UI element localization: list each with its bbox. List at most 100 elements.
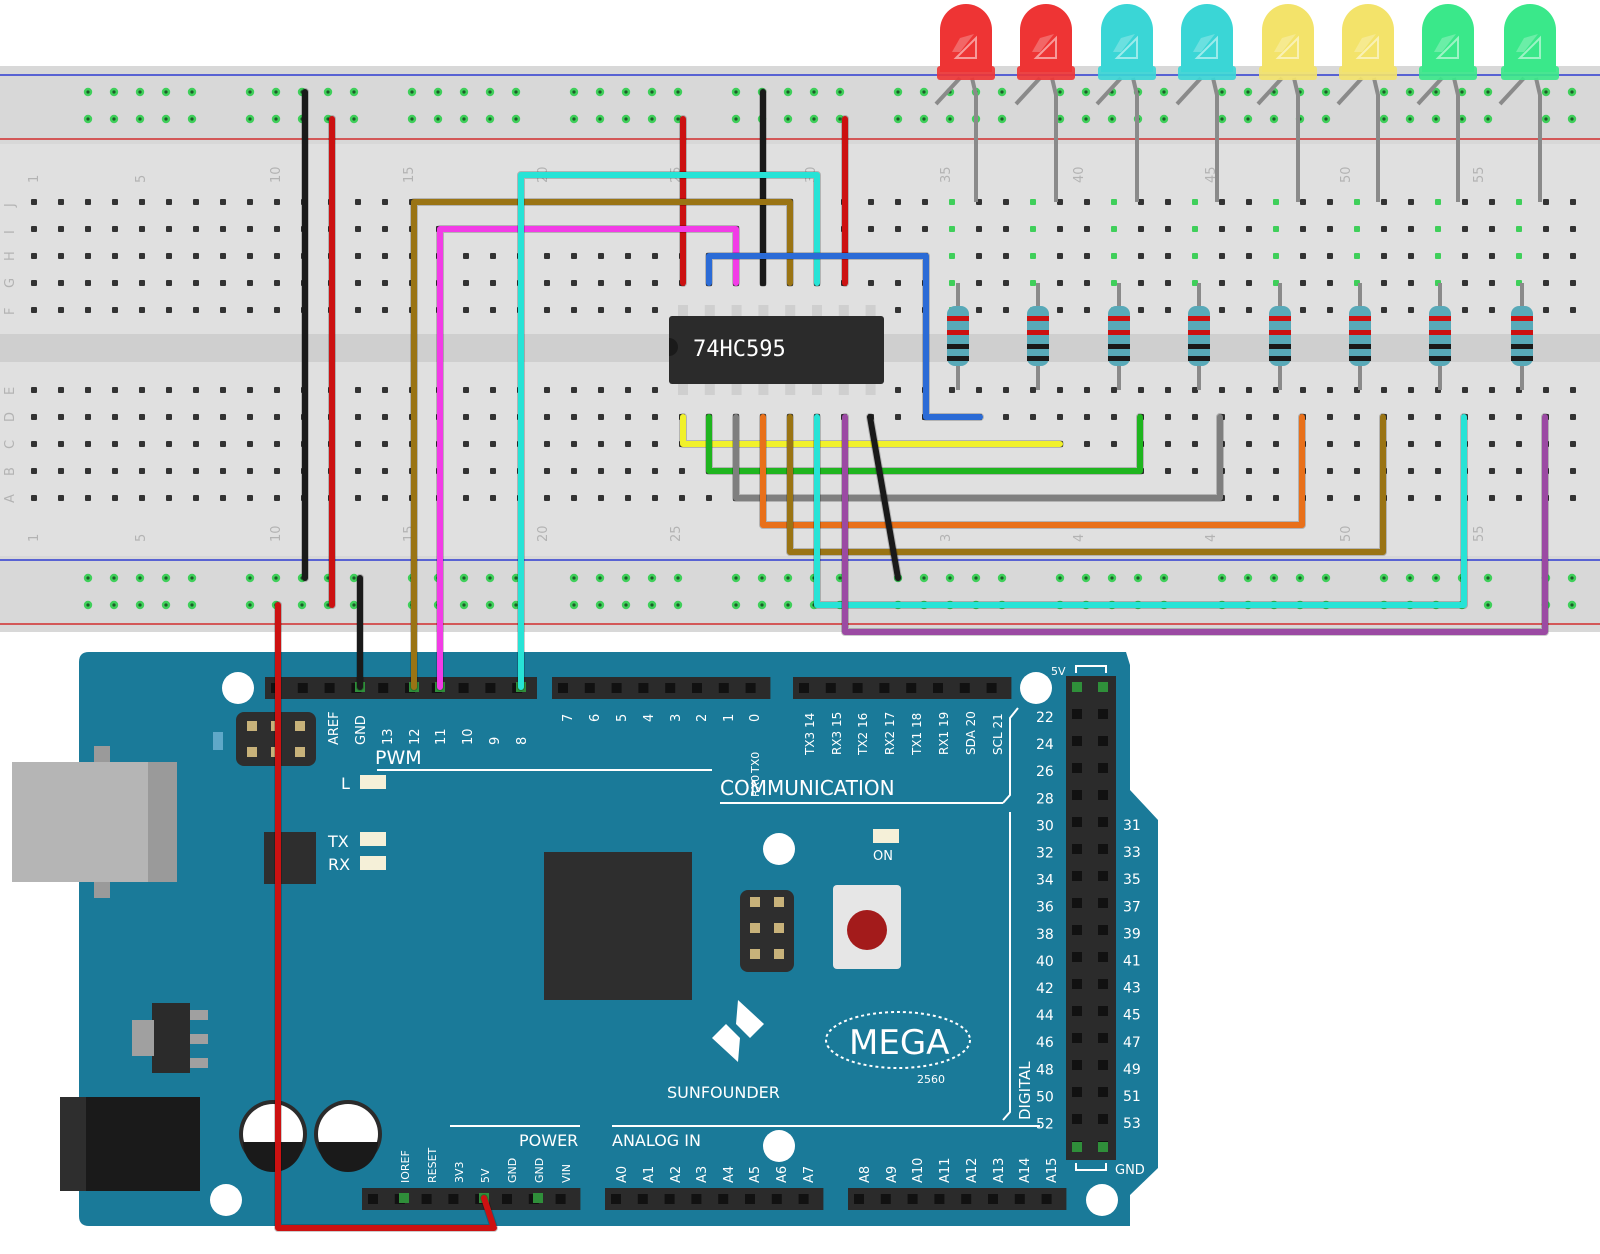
regulator-pin [190, 1034, 208, 1044]
led-glint [1274, 34, 1296, 52]
power-header-pin [555, 1194, 566, 1204]
breadboard-hole [193, 387, 199, 393]
rail-hole-center [1324, 90, 1328, 94]
breadboard-hole [571, 253, 577, 259]
status-led [873, 829, 899, 843]
wire-brown-latch [411, 199, 793, 690]
rail-hole-center [436, 90, 440, 94]
icsp-pin [774, 923, 784, 933]
breadboard-hole [193, 253, 199, 259]
digital-header-high-pin [485, 683, 496, 693]
breadboard-hole [1516, 495, 1522, 501]
breadboard-hole [139, 495, 145, 501]
rail-hole-center [812, 117, 816, 121]
breadboard-hole [1246, 495, 1252, 501]
rail-hole-center [112, 90, 116, 94]
breadboard-hole [139, 280, 145, 286]
rail-hole-center [624, 603, 628, 607]
regulator-pin [190, 1010, 208, 1020]
mounting-hole [222, 672, 254, 704]
breadboard-hole [922, 199, 928, 205]
breadboard-hole [31, 253, 37, 259]
resistor-band [1349, 330, 1371, 335]
breadboard-hole [1327, 387, 1333, 393]
rail-hole-center [1162, 117, 1166, 121]
breadboard-hole [31, 280, 37, 286]
breadboard-hole [1165, 226, 1171, 232]
resistor-band [1108, 344, 1130, 349]
breadboard-hole [1462, 199, 1468, 205]
resistor-band [1269, 356, 1291, 361]
comm-pin-label: TX2 16 [856, 713, 870, 756]
digital-header-high [265, 677, 537, 699]
breadboard-hole [1246, 414, 1252, 420]
breadboard-hole [490, 253, 496, 259]
comm-pin-label: TX3 14 [803, 713, 817, 756]
breadboard-hole [85, 226, 91, 232]
breadboard-hole [382, 307, 388, 313]
breadboard-hole [1570, 199, 1576, 205]
breadboard-hole [193, 307, 199, 313]
connected-pin [1098, 1142, 1108, 1152]
breadboard-hole [247, 253, 253, 259]
breadboard-hole [1408, 226, 1414, 232]
double-row-pin [1098, 790, 1108, 800]
rail-hole-center [164, 603, 168, 607]
rail-hole-center [572, 603, 576, 607]
breadboard-hole [247, 468, 253, 474]
breadboard-hole [1138, 226, 1144, 232]
breadboard-hole [85, 253, 91, 259]
breadboard-hole [1354, 199, 1360, 205]
rail-hole-center [138, 576, 142, 580]
breadboard-hole [1057, 307, 1063, 313]
right-header-label: 40 [1036, 954, 1054, 970]
breadboard-hole [1489, 468, 1495, 474]
power-header-pin [448, 1194, 459, 1204]
led-leg-cathode [1336, 76, 1364, 106]
breadboard-hole [1570, 468, 1576, 474]
rail-hole-center [462, 603, 466, 607]
breadboard-hole [1246, 226, 1252, 232]
column-number-top: 10 [269, 166, 284, 183]
breadboard-hole [949, 387, 955, 393]
rail-hole-center [1058, 576, 1062, 580]
breadboard-hole [31, 199, 37, 205]
rail-hole-center [1434, 576, 1438, 580]
rail-hole-center [462, 117, 466, 121]
breadboard-hole [625, 307, 631, 313]
icsp-pin [295, 721, 305, 731]
rail-hole-center [138, 90, 142, 94]
breadboard-hole [1165, 387, 1171, 393]
analog-pin-label: A15 [1045, 1158, 1060, 1183]
gnd-bracket [1075, 1163, 1107, 1171]
right-header-label: 47 [1123, 1035, 1141, 1051]
breadboard-hole [382, 468, 388, 474]
rail-hole-center [1272, 90, 1276, 94]
breadboard-hole [382, 226, 388, 232]
breadboard-hole [868, 226, 874, 232]
mounting-hole [210, 1184, 242, 1216]
double-row-pin [1098, 898, 1108, 908]
resistor-band [1108, 356, 1130, 361]
analog-pin-label: A3 [695, 1166, 710, 1183]
rail-hole-center [786, 90, 790, 94]
reset-button [847, 910, 887, 950]
breadboard-hole [1516, 226, 1522, 232]
breadboard-hole [598, 253, 604, 259]
breadboard-hole [139, 253, 145, 259]
double-row-pin [1072, 952, 1082, 962]
rail-hole-center [624, 117, 628, 121]
analog-header-low-pin [664, 1194, 675, 1204]
breadboard-hole [1408, 414, 1414, 420]
breadboard-hole [571, 468, 577, 474]
communication-header-pin [959, 683, 970, 693]
right-header-label: 34 [1036, 873, 1054, 889]
breadboard-hole [193, 441, 199, 447]
chip-pin-bottom [785, 384, 796, 395]
rail-hole-center [138, 117, 142, 121]
breadboard-hole [1516, 253, 1522, 259]
on-led-label: ON [873, 849, 893, 864]
led-leg-anode [1292, 77, 1300, 202]
double-row-pin [1072, 1006, 1082, 1016]
label-5v: 5V [1051, 665, 1066, 678]
